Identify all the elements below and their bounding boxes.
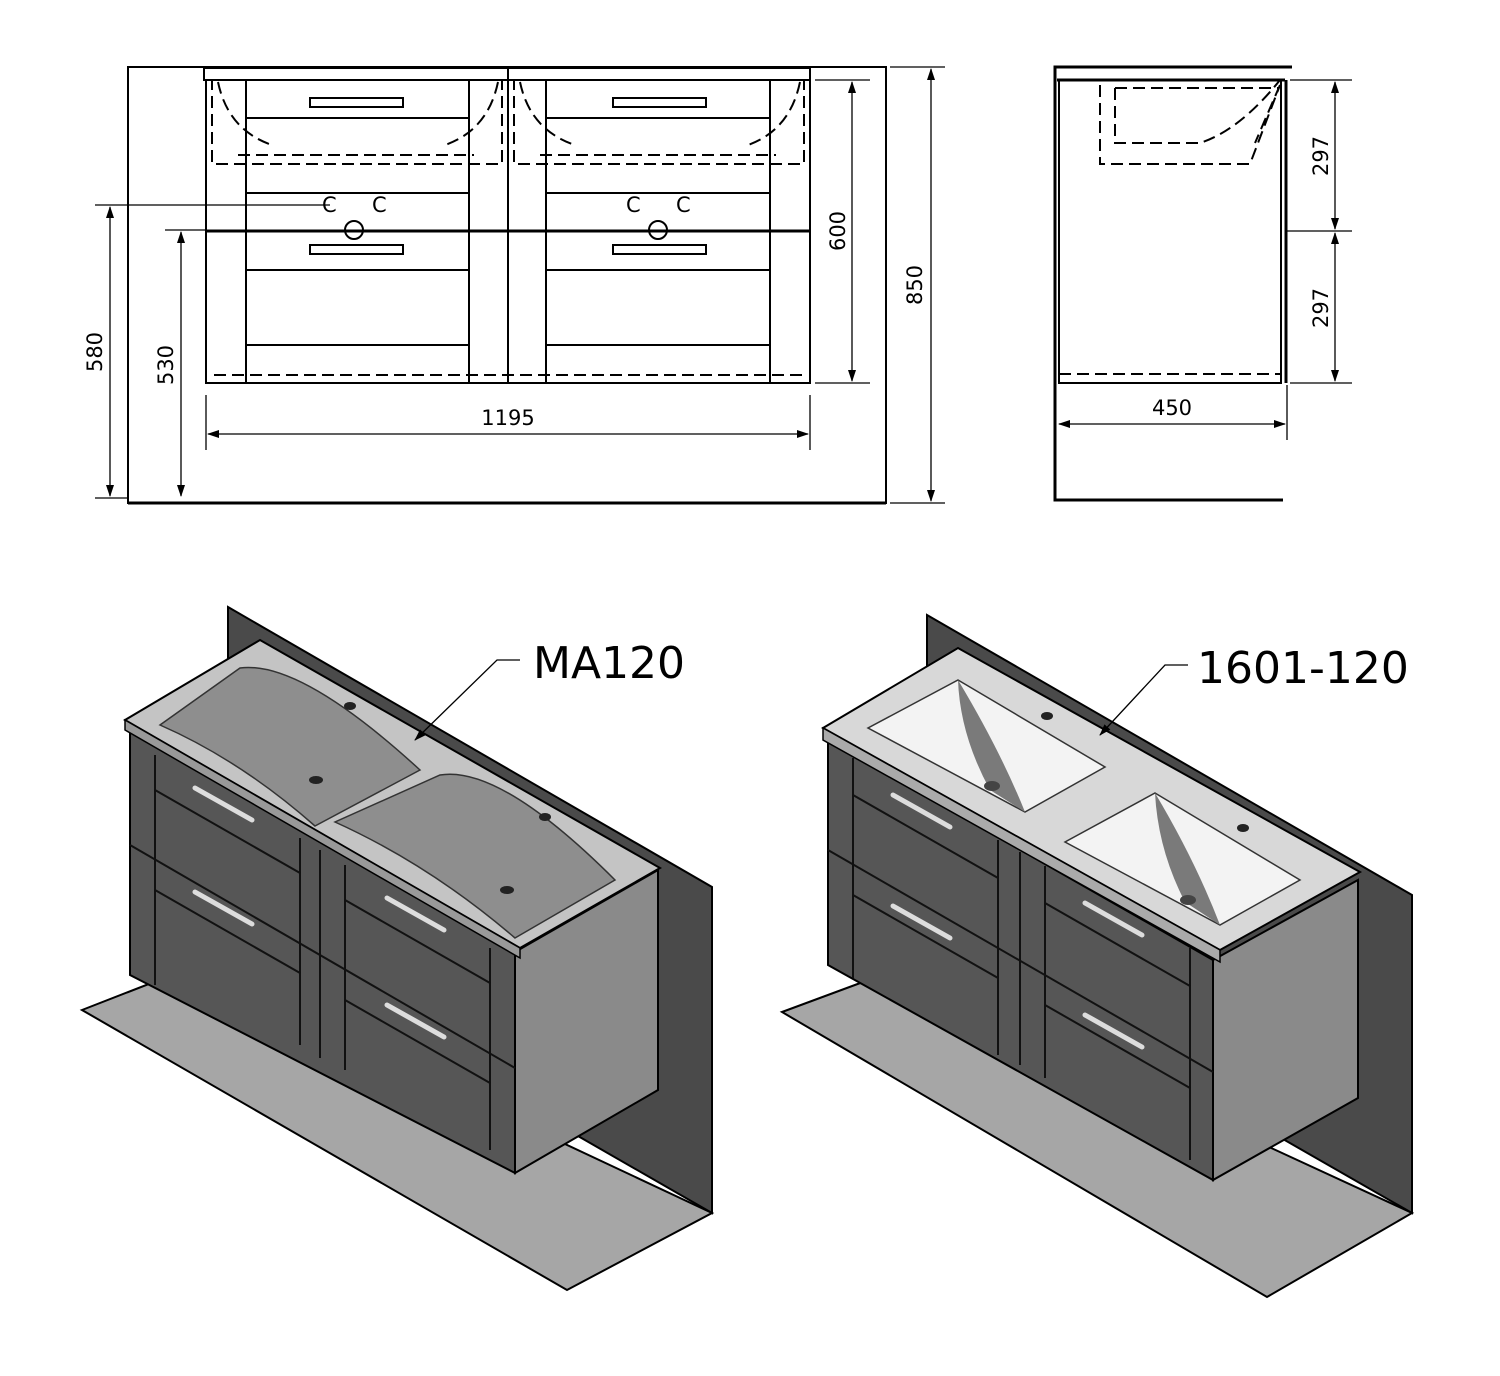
side-view: 297 297 450: [1053, 65, 1352, 502]
cabinet-side: [1058, 79, 1282, 384]
iso-view-ma120: MA120: [79, 605, 715, 1292]
handle: [612, 97, 707, 108]
dim-580: 580: [83, 332, 107, 372]
handle: [309, 97, 404, 108]
svg-text:C: C: [626, 193, 641, 217]
dim-total-height: 850: [903, 265, 927, 305]
callout-1601-120: 1601-120: [1197, 643, 1409, 694]
svg-text:C: C: [372, 193, 387, 217]
dim-width: 1195: [481, 406, 534, 430]
dim-depth: 450: [1152, 396, 1192, 420]
callout-ma120: MA120: [533, 638, 685, 689]
svg-text:C: C: [676, 193, 691, 217]
dim-530: 530: [154, 345, 178, 385]
cabinet-side-face: [1212, 878, 1359, 1182]
dim-cabinet-height: 600: [826, 211, 850, 251]
basin: [158, 666, 422, 827]
basin: [333, 773, 617, 939]
dim-drawer-upper: 297: [1309, 136, 1333, 176]
iso-view-1601-120: 1601-120: [779, 613, 1415, 1299]
handle: [612, 244, 707, 255]
dim-drawer-lower: 297: [1309, 288, 1333, 328]
handle: [309, 244, 404, 255]
